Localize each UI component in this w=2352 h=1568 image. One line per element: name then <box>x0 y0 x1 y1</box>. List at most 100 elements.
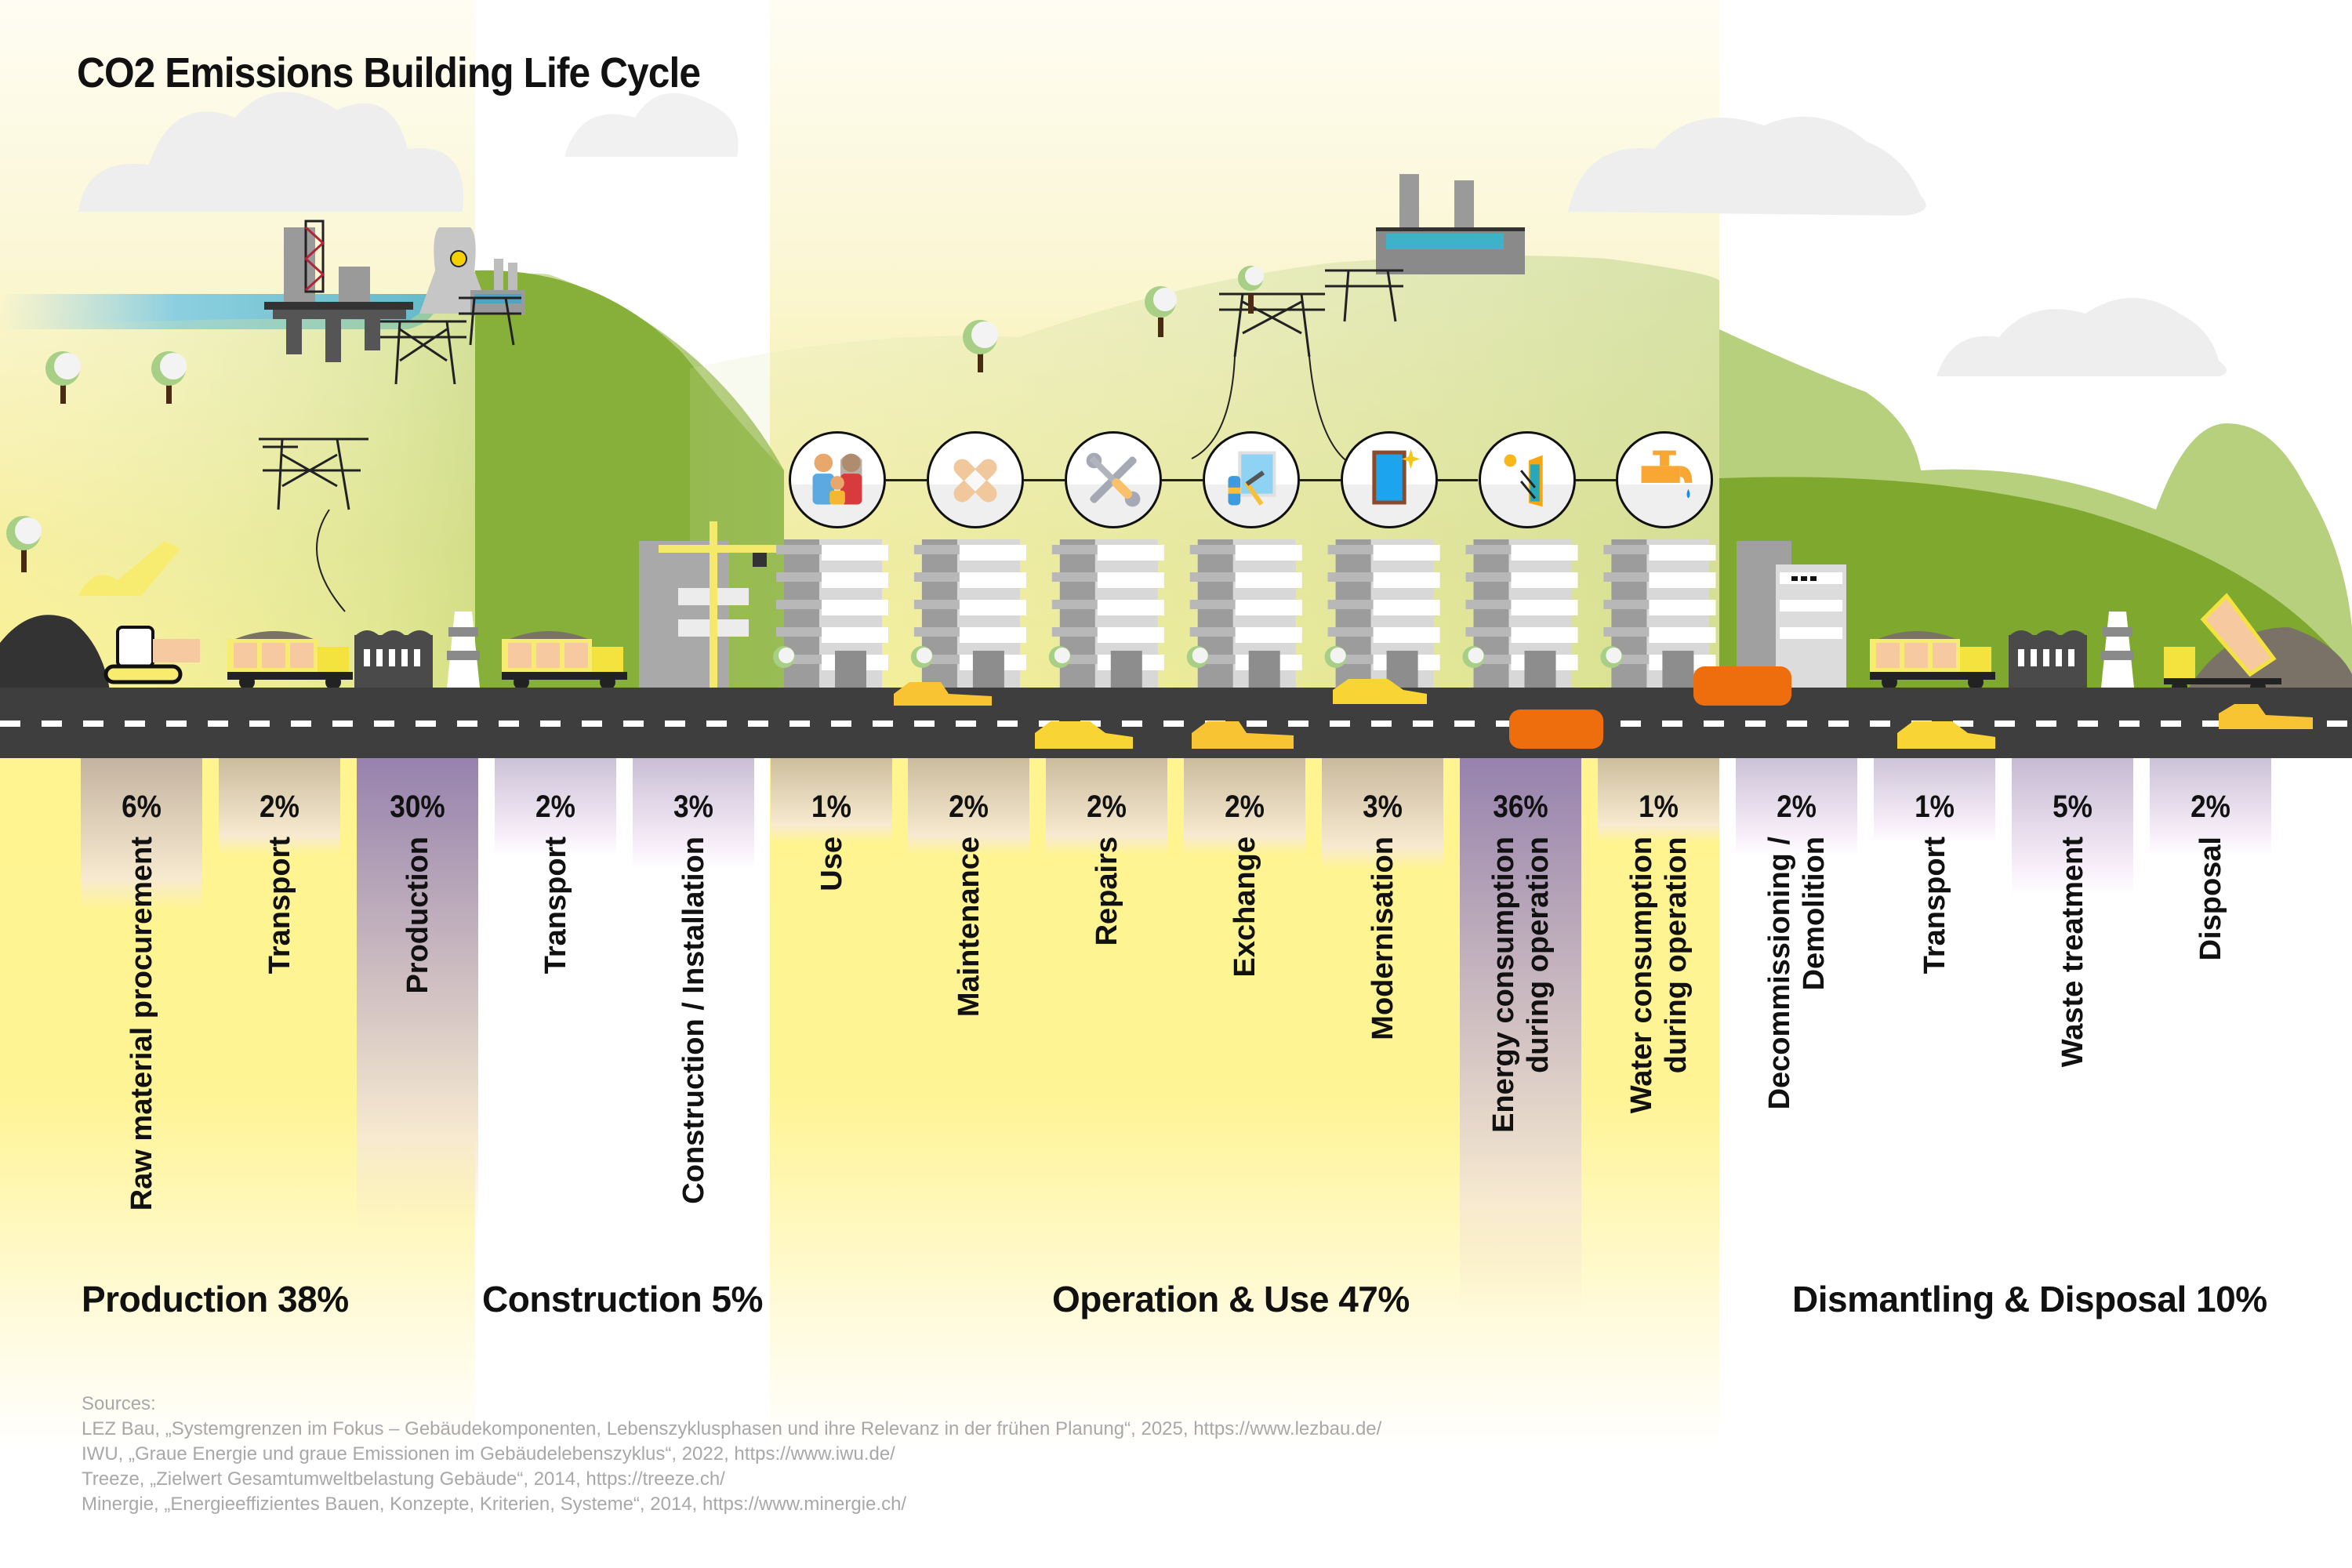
stage-column: 3% Construction / Installation <box>633 758 754 1432</box>
icon-connector <box>1299 479 1341 481</box>
icon-connector <box>1023 479 1065 481</box>
stage-column: 2%Transport <box>219 758 340 1432</box>
stage-column: 2% Transport <box>495 758 616 1432</box>
apartment-building-icon <box>1186 539 1302 688</box>
apartment-buildings <box>773 539 1716 688</box>
stage-bar <box>1322 758 1443 869</box>
stage-percent: 2% <box>1087 789 1127 824</box>
stage-bar <box>357 758 478 1234</box>
sun-window-insulation-icon <box>1478 431 1576 528</box>
stage-bar <box>2012 758 2133 896</box>
dump-truck-icon <box>227 631 1995 690</box>
stage-percent: 2% <box>2190 789 2230 824</box>
vehicles <box>894 666 2313 749</box>
power-pylon-icon <box>259 269 1403 612</box>
page-title: CO2 Emissions Building Life Cycle <box>77 49 701 96</box>
stage-column: 2%Exchange <box>1184 758 1305 1432</box>
icon-connector <box>886 479 927 481</box>
stage-column: 2% Disposal <box>2150 758 2271 1432</box>
stage-label: Decommissioning / Demolition <box>1762 837 1831 1110</box>
apartment-building-icon <box>1462 539 1578 688</box>
stage-column: 1% Transport <box>1874 758 1995 1432</box>
stage-label: Construction / Installation <box>677 837 710 1204</box>
stage-column: 5% Waste treatment <box>2012 758 2133 1432</box>
stage-label: Repairs <box>1090 837 1123 946</box>
stage-bar <box>2150 758 2271 855</box>
stage-column: 2% Repairs <box>1046 758 1167 1432</box>
stage-percent: 30% <box>390 789 445 824</box>
landscape-illustration <box>0 92 2352 757</box>
stage-label: Disposal <box>2194 837 2227 961</box>
source-item: Minergie, „Energieeffizientes Bauen, Kon… <box>82 1494 907 1515</box>
window-cleaning-icon <box>1202 431 1300 528</box>
cloud-icon <box>78 92 2227 376</box>
stage-bar <box>495 758 616 855</box>
stage-bar <box>1460 758 1581 1315</box>
stage-bar <box>1736 758 1857 855</box>
van-icon <box>1509 666 1791 749</box>
source-item: LEZ Bau, „Systemgrenzen im Fokus – Gebäu… <box>82 1418 1382 1439</box>
stage-label: Production <box>401 837 434 994</box>
apartment-building-icon <box>1600 539 1716 688</box>
phase-summary-production: Production 38% <box>82 1279 349 1319</box>
source-item: IWU, „Graue Energie und graue Emissionen… <box>82 1443 895 1465</box>
car-icon <box>894 679 2313 749</box>
hill-dismantling-front <box>1719 477 2352 690</box>
stage-bar <box>81 758 202 909</box>
apartment-building-icon <box>1324 539 1440 688</box>
stage-percent: 3% <box>673 789 713 824</box>
source-item: Treeze, „Zielwert Gesamtumweltbelastung … <box>82 1468 725 1490</box>
oil-rig-icon <box>264 220 413 362</box>
stage-label: Transport <box>539 837 572 975</box>
factory-icon <box>354 612 2134 688</box>
stage-percent: 2% <box>1777 789 1817 824</box>
sources: Sources: LEZ Bau, „Systemgrenzen im Foku… <box>82 1392 1381 1517</box>
stage-column: 36% Energy consumption during operation <box>1460 758 1581 1432</box>
family-icon <box>789 431 886 528</box>
bandage-icon <box>926 431 1024 528</box>
stage-label: Maintenance <box>952 837 985 1018</box>
icon-connector <box>1575 479 1617 481</box>
wrench-screwdriver-icon <box>1064 431 1162 528</box>
stage-label: Energy consumption during operation <box>1486 837 1555 1133</box>
stage-percent: 2% <box>535 789 575 824</box>
demolished-building-icon <box>1737 541 1846 688</box>
stage-bar <box>219 758 340 855</box>
stage-percent: 5% <box>2053 789 2092 824</box>
stage-column: 2%Maintenance <box>908 758 1029 1432</box>
phase-summary-operation: Operation & Use 47% <box>1052 1279 1410 1319</box>
icon-connector <box>1437 479 1479 481</box>
phase-summary-dismantling: Dismantling & Disposal 10% <box>1792 1279 2267 1319</box>
stage-label: Modernisation <box>1366 837 1399 1040</box>
stage-column: 30% Production <box>357 758 478 1432</box>
stage-column: 2% Decommissioning / Demolition <box>1736 758 1857 1432</box>
icon-connector <box>1161 479 1203 481</box>
stage-bar <box>1046 758 1167 855</box>
road-lane-markings <box>0 720 2352 727</box>
stage-label: Water consumption during operation <box>1624 837 1693 1114</box>
stage-bar <box>1874 758 1995 842</box>
stage-bar <box>1598 758 1719 842</box>
stage-label: Transport <box>1918 837 1951 975</box>
stage-percent: 36% <box>1493 789 1548 824</box>
stage-bar <box>908 758 1029 855</box>
stage-bar <box>633 758 754 869</box>
stage-column: 1% Water consumption during operation <box>1598 758 1719 1432</box>
stage-percent: 1% <box>1915 789 1955 824</box>
stage-column: 1%Use <box>771 758 892 1432</box>
stage-label: Waste treatment <box>2056 837 2089 1068</box>
stage-bar <box>771 758 892 842</box>
sources-heading: Sources: <box>82 1393 156 1414</box>
power-station-icon <box>1376 174 1525 274</box>
phase-summary-construction: Construction 5% <box>482 1279 763 1319</box>
water-tap-icon <box>1616 431 1714 528</box>
stage-bar <box>1184 758 1305 855</box>
stage-percent: 3% <box>1363 789 1403 824</box>
stage-percent: 2% <box>260 789 299 824</box>
tree-icon <box>6 266 1264 572</box>
stage-label: Raw material procurement <box>125 837 158 1211</box>
stage-percent: 1% <box>1639 789 1679 824</box>
stage-column: 6%Raw material procurement <box>81 758 202 1432</box>
stage-percent: 2% <box>1225 789 1265 824</box>
